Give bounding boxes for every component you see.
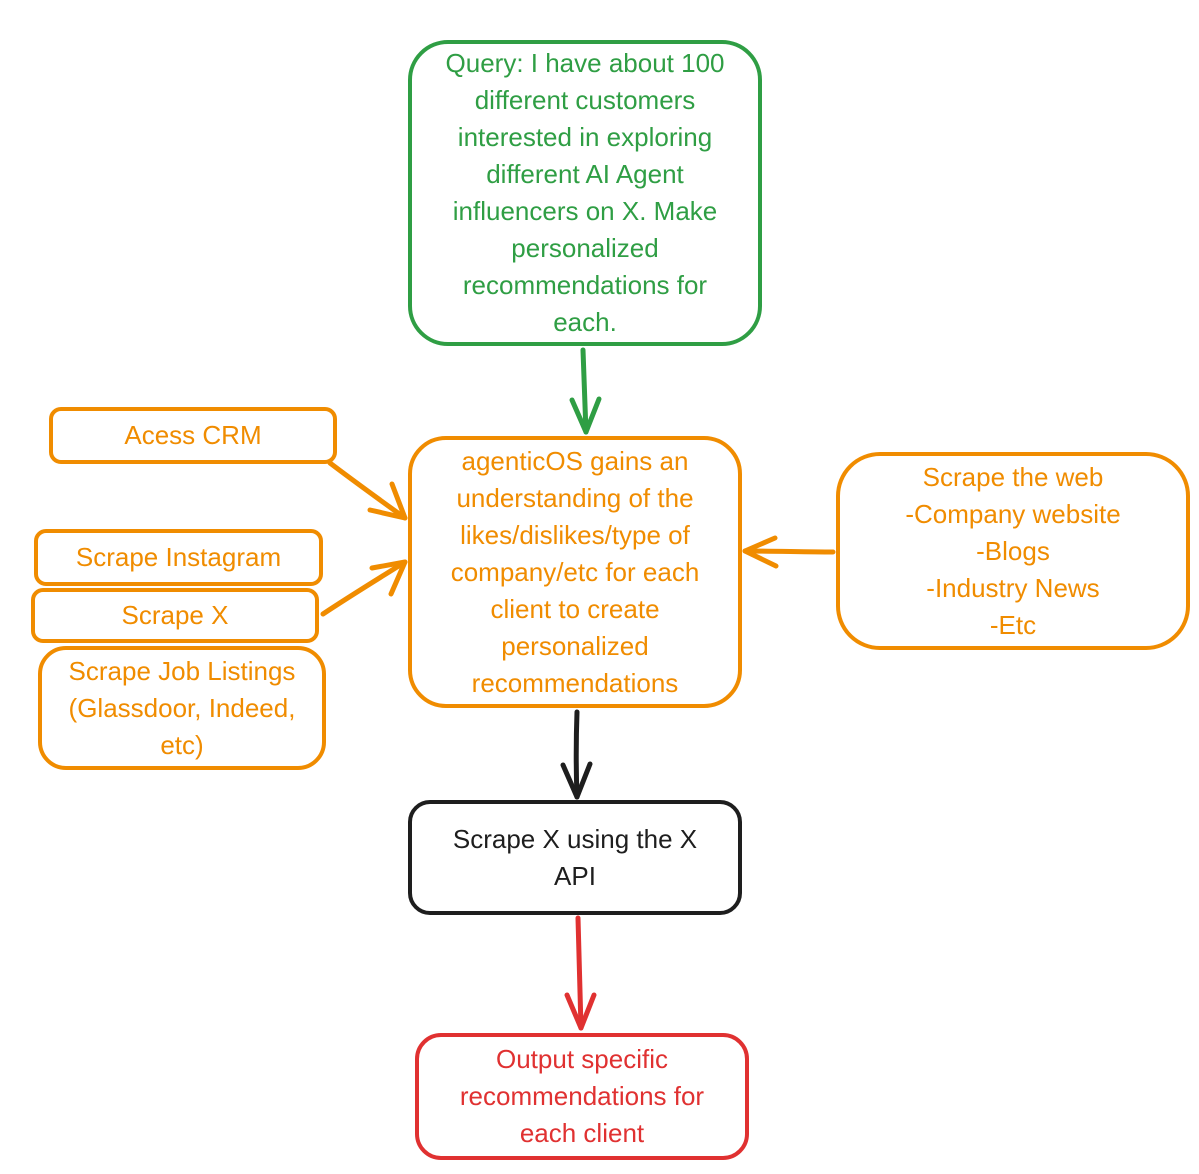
scrape-job-listings-box[interactable]: Scrape Job Listings (Glassdoor, Indeed, … [38, 646, 326, 770]
access-crm-box[interactable]: Acess CRM [49, 407, 337, 464]
arrow-web-to-agentic [742, 535, 836, 569]
arrow-api-to-output [564, 915, 597, 1031]
arrow-crm-to-agentic [327, 460, 408, 521]
scrape-x-api-box[interactable]: Scrape X using the X API [408, 800, 742, 915]
arrow-agentic-to-api [560, 709, 593, 800]
output-text: Output specific recommendations for each… [459, 1044, 705, 1148]
arrow-scrapex-to-agentic [320, 559, 408, 617]
scrape-x-text: Scrape X [121, 600, 229, 630]
scrape-instagram-box[interactable]: Scrape Instagram [34, 529, 323, 586]
scrape-job-listings-text: Scrape Job Listings (Glassdoor, Indeed, … [68, 655, 296, 760]
output-box[interactable]: Output specific recommendations for each… [415, 1033, 749, 1160]
scrape-web-box[interactable]: Scrape the web -Company website -Blogs -… [836, 452, 1190, 650]
agenticos-text: agenticOS gains an understanding of the … [450, 445, 700, 698]
query-text: Query: I have about 100 different custom… [445, 48, 725, 337]
access-crm-text: Acess CRM [124, 420, 262, 450]
query-box[interactable]: Query: I have about 100 different custom… [408, 40, 762, 346]
arrow-query-to-agentic [569, 347, 602, 435]
scrape-web-text: Scrape the web -Company website -Blogs -… [905, 461, 1121, 640]
scrape-instagram-text: Scrape Instagram [75, 542, 282, 572]
scrape-x-box[interactable]: Scrape X [31, 588, 319, 643]
scrape-x-api-text: Scrape X using the X API [452, 823, 698, 891]
agenticos-box[interactable]: agenticOS gains an understanding of the … [408, 436, 742, 708]
